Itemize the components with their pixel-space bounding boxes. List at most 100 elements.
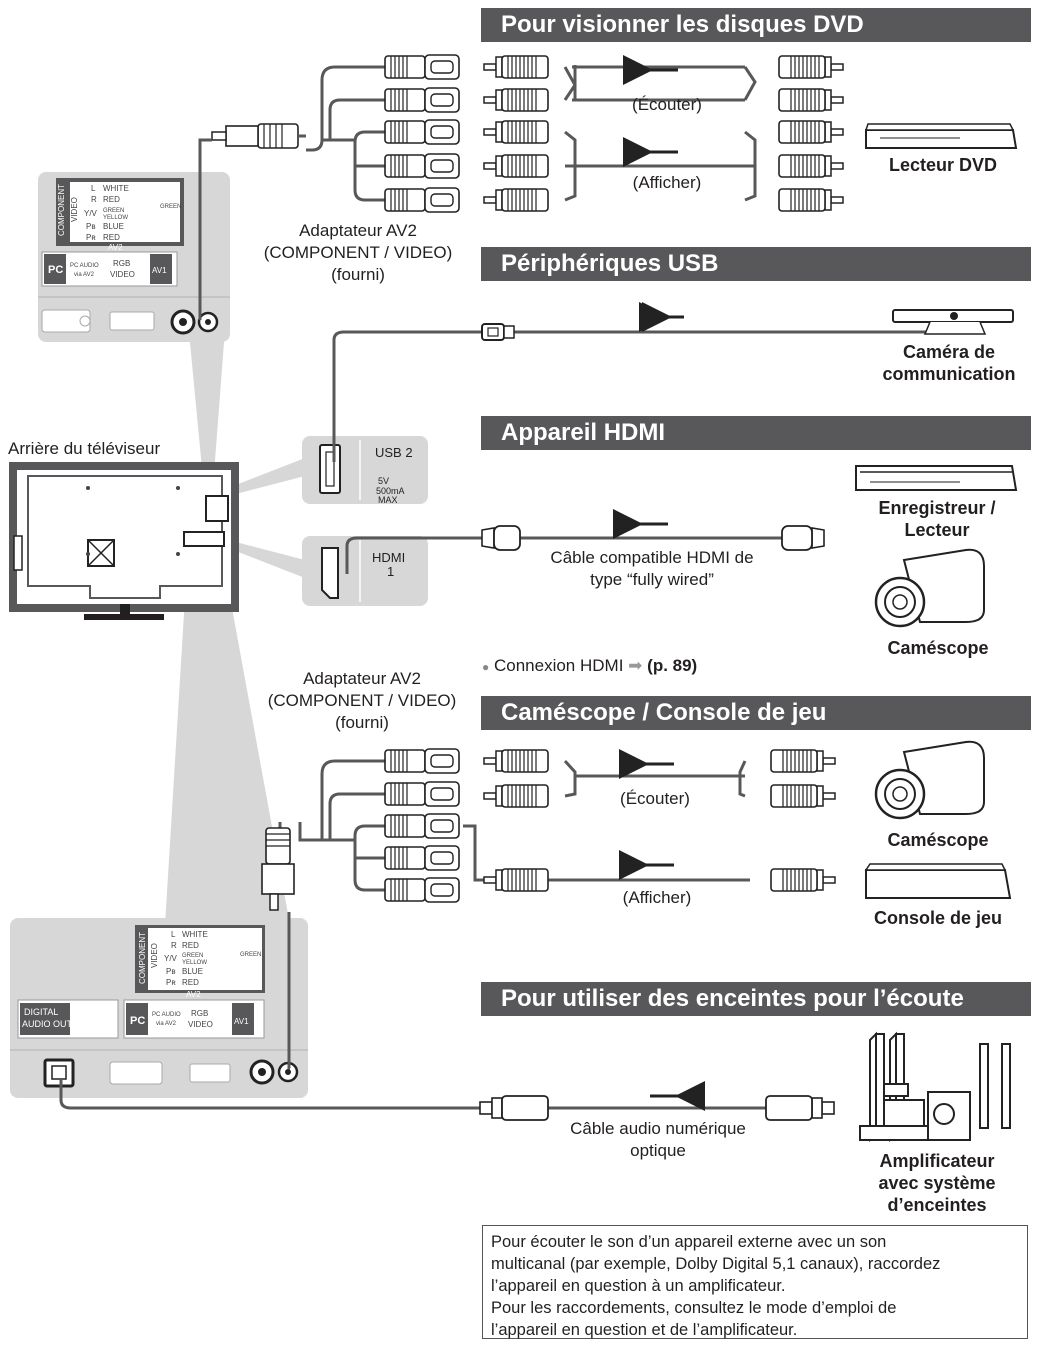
- av2-minijack-bottom: [261, 827, 295, 911]
- hdmi-port-label: HDMI: [372, 550, 405, 565]
- usb-power-5v: 5V: [378, 476, 389, 486]
- panel-b-label-blue: BLUE: [182, 967, 203, 976]
- label-amp-1: Amplificateur: [879, 1151, 995, 1171]
- label-camcorder-hdmi: Caméscope: [887, 638, 989, 658]
- panel-b-label-pc: PC: [130, 1015, 145, 1027]
- section-header-hdmi: Appareil HDMI: [481, 416, 1031, 450]
- hdmi-cable: [345, 525, 825, 574]
- hdmi-connection-link[interactable]: ● Connexion HDMI ➡ (p. 89): [482, 655, 697, 678]
- section-header-camcorder: Caméscope / Console de jeu: [481, 696, 1031, 730]
- panel-b-label-green: GREEN: [240, 952, 261, 958]
- label-camcorder-av: Caméscope: [887, 830, 989, 850]
- label-dvd-player: Lecteur DVD: [888, 155, 998, 175]
- panel-label-video-in: VIDEO: [110, 270, 135, 279]
- label-adapter-bottom-1: Adaptateur AV2: [303, 669, 421, 688]
- panel-b-label-digital: DIGITAL: [24, 1007, 58, 1017]
- label-adapter-bottom-3: (fourni): [335, 713, 389, 732]
- panel-label-via-av2: via AV2: [74, 272, 95, 278]
- panel-label-av2: AV2: [108, 243, 123, 252]
- arrow-right-icon: ➡: [628, 656, 643, 675]
- zoom-beam-bottom: [165, 515, 290, 925]
- panel-label-blue: BLUE: [103, 222, 124, 231]
- label-tv-rear: Arrière du téléviseur: [8, 439, 161, 458]
- panel-b-label-green-1: GREEN: [182, 953, 203, 959]
- panel-label-av1: AV1: [152, 266, 167, 275]
- label-optical-2: optique: [630, 1141, 686, 1160]
- usb-power-max: MAX: [378, 495, 398, 505]
- optical-cable: [59, 1080, 835, 1121]
- panel-label-yellow: YELLOW: [103, 215, 128, 221]
- hdmi-link-text: Connexion HDMI: [493, 656, 624, 675]
- camcorder-icon-hdmi: [874, 548, 985, 628]
- hdmi-port-panel: [302, 536, 428, 606]
- label-recorder: Enregistreur / Lecteur: [862, 497, 1012, 541]
- panel-b-label-red-2: RED: [182, 978, 199, 987]
- panel-label-red-2: RED: [103, 233, 120, 242]
- dvd-cables: [306, 65, 757, 202]
- label-amp-2: avec système: [878, 1173, 996, 1193]
- section-header-dvd: Pour visionner les disques DVD: [481, 8, 1031, 42]
- label-recorder-1: Enregistreur /: [878, 498, 996, 518]
- panel-label-pc-audio: PC AUDIO: [70, 263, 99, 269]
- panel-label-pb: Pʙ: [86, 222, 96, 231]
- zoom-beam-top: [185, 290, 228, 500]
- label-comm-camera-2: communication: [882, 364, 1016, 384]
- panel-b-label-yv: Y/V: [164, 954, 178, 963]
- port-labels: USB 2 5V 500mA MAX HDMI 1: [372, 445, 413, 579]
- panel-label-video: VIDEO: [70, 197, 79, 222]
- panel-b-label-yellow: YELLOW: [182, 960, 207, 966]
- label-adapter-top: Adaptateur AV2 (COMPONENT / VIDEO) (four…: [248, 220, 468, 286]
- panel-b-label-rgb: RGB: [191, 1009, 208, 1018]
- label-adapter-bottom: Adaptateur AV2 (COMPONENT / VIDEO) (four…: [252, 668, 472, 734]
- multichannel-note: Pour écouter le son d’un appareil extern…: [482, 1225, 1028, 1339]
- panel-label-white: WHITE: [103, 184, 129, 193]
- label-display-cam: (Afficher): [622, 888, 692, 907]
- section-header-usb: Périphériques USB: [481, 247, 1031, 281]
- label-amp-3: d’enceintes: [887, 1195, 987, 1215]
- panel-b-label-l: L: [171, 930, 176, 939]
- label-amplifier: Amplificateur avec système d’enceintes: [862, 1150, 1012, 1216]
- camcorder-cables: [278, 759, 750, 1070]
- zoom-beam-usb: [228, 458, 305, 496]
- panel-b-label-via-av2: via AV2: [156, 1021, 177, 1027]
- note-line-3: l’appareil en question à un amplificateu…: [491, 1277, 786, 1295]
- panel-b-label-video-in: VIDEO: [188, 1020, 213, 1029]
- panel-b-label-audio-out: AUDIO OUT: [22, 1019, 73, 1029]
- panel-label-l: L: [91, 184, 96, 193]
- panel-labels-top: L WHITE R RED Y/V GREEN YELLOW Pʙ BLUE P…: [48, 184, 181, 279]
- usb-cable: [332, 323, 960, 462]
- panel-label-green: GREEN: [160, 204, 181, 210]
- panel-label-green-1: GREEN: [103, 208, 124, 214]
- label-listen-dvd: (Écouter): [632, 95, 702, 114]
- section-header-speakers: Pour utiliser des enceintes pour l’écout…: [481, 982, 1031, 1016]
- panel-b-label-r: R: [171, 941, 177, 950]
- label-adapter-top-2: (COMPONENT / VIDEO): [263, 243, 453, 262]
- game-console-icon: [864, 863, 1012, 899]
- amplifier-speakers-icon: [859, 1031, 1011, 1142]
- zoom-beam-hdmi: [228, 540, 305, 578]
- note-line-4: Pour les raccordements, consultez le mod…: [491, 1299, 897, 1317]
- label-comm-camera: Caméra de communication: [866, 341, 1032, 385]
- panel-b-label-pc-audio: PC AUDIO: [152, 1012, 181, 1018]
- recorder-icon: [855, 465, 1018, 491]
- av2-minijack-top: [198, 123, 306, 320]
- note-line-1: Pour écouter le son d’un appareil extern…: [491, 1233, 887, 1251]
- panel-b-label-white: WHITE: [182, 930, 208, 939]
- panel-b-label-component: COMPONENT: [138, 932, 147, 984]
- usb-port-label: USB 2: [375, 445, 413, 460]
- label-hdmi-cable: Câble compatible HDMI de type “fully wir…: [532, 547, 772, 591]
- panel-label-r: R: [91, 195, 97, 204]
- label-hdmi-cable-2: type “fully wired”: [590, 570, 714, 589]
- panel-b-label-pr: Pʀ: [166, 978, 176, 987]
- label-hdmi-cable-1: Câble compatible HDMI de: [550, 548, 754, 567]
- label-display-dvd: (Afficher): [632, 173, 702, 192]
- panel-label-component: COMPONENT: [57, 184, 66, 236]
- tv-rear: [9, 462, 239, 620]
- panel-label-pr: Pʀ: [86, 233, 96, 242]
- panel-labels-bottom: L WHITE R RED Y/V GREEN YELLOW Pʙ BLUE P…: [22, 930, 261, 1029]
- note-line-5: l’appareil en question et de l’amplifica…: [491, 1321, 798, 1339]
- panel-b-label-video: VIDEO: [150, 943, 159, 968]
- label-recorder-2: Lecteur: [904, 520, 970, 540]
- panel-b-label-red: RED: [182, 941, 199, 950]
